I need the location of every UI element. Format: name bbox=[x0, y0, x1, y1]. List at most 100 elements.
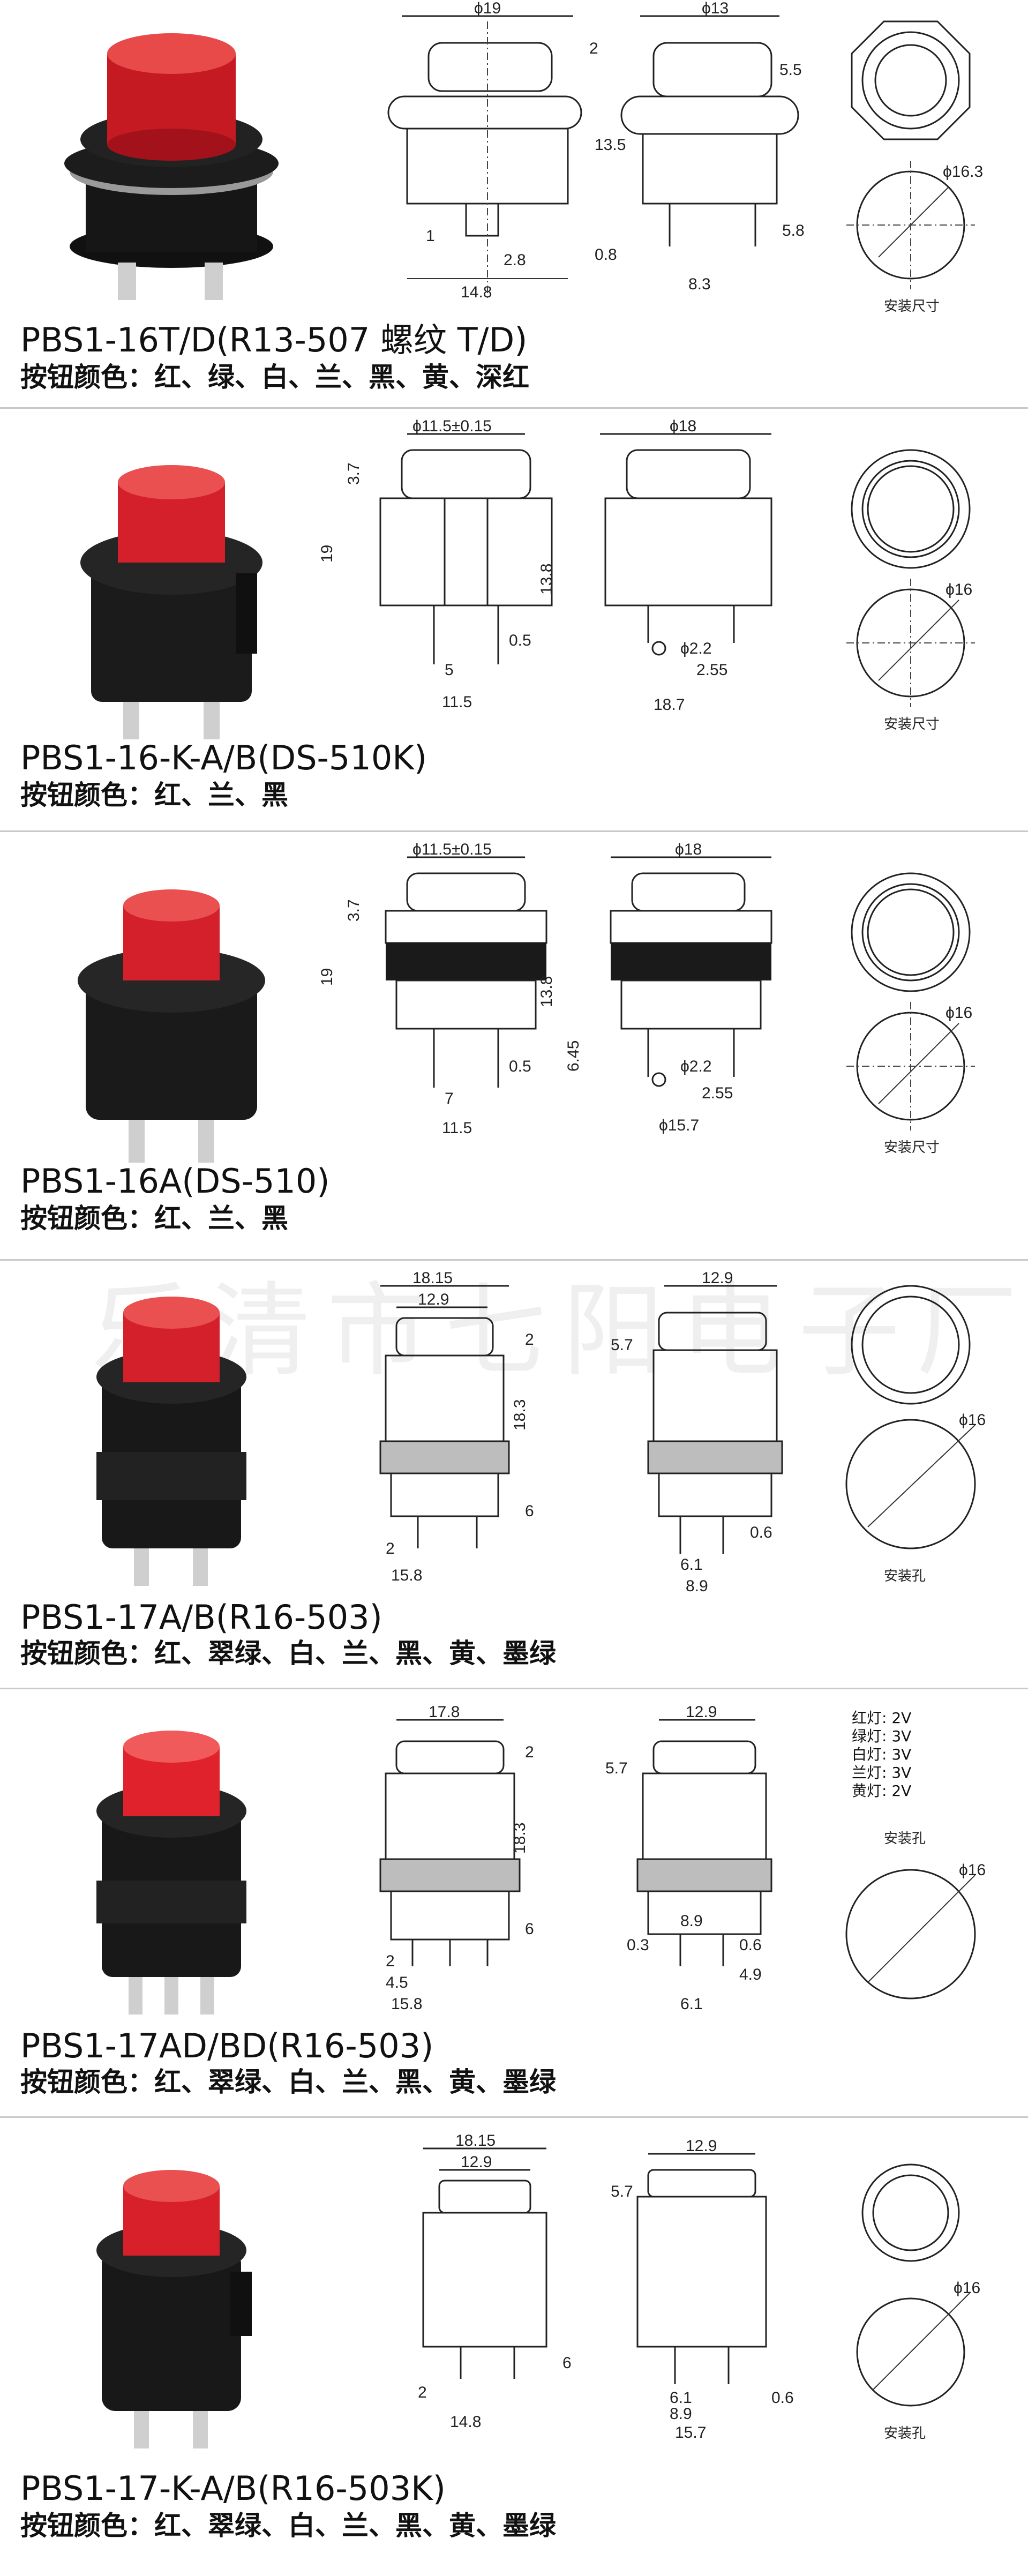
caption: 安装孔 bbox=[884, 1568, 926, 1584]
svg-text:18.7: 18.7 bbox=[654, 696, 685, 714]
side-view-drawing: 12.9 5.7 6.1 0.6 8.9 bbox=[611, 1269, 783, 1595]
side-view-drawing: 12.9 5.7 6.1 0.6 8.9 15.7 bbox=[611, 2137, 794, 2442]
svg-text:2: 2 bbox=[525, 1743, 534, 1761]
product-title: PBS1-17A/B(R16-503) bbox=[20, 1598, 382, 1637]
svg-text:5.7: 5.7 bbox=[611, 2183, 633, 2200]
side-view-drawing: ϕ18 ϕ2.2 2.55 18.7 bbox=[600, 417, 772, 714]
svg-text:6.1: 6.1 bbox=[680, 1995, 703, 2013]
svg-text:12.9: 12.9 bbox=[461, 2153, 492, 2171]
lamp-note: 红灯: 2V bbox=[852, 1709, 912, 1727]
svg-text:ϕ18: ϕ18 bbox=[675, 841, 702, 858]
product-section-5: 17.8 2 18.3 6 2 4.5 15.8 12.9 5.7 8.9 0.… bbox=[0, 1698, 1028, 2106]
svg-text:4.9: 4.9 bbox=[739, 1966, 762, 1983]
color-options: 按钮颜色：红、翠绿、白、兰、黑、黄、墨绿 bbox=[20, 1638, 556, 1669]
svg-text:12.9: 12.9 bbox=[418, 1291, 449, 1308]
product-section-1: ϕ19 1 2.8 14.8 ϕ13 2 5.5 13.5 5.8 0.8 8.… bbox=[0, 0, 1028, 407]
divider bbox=[0, 2116, 1028, 2118]
svg-text:ϕ15.7: ϕ15.7 bbox=[659, 1117, 699, 1134]
svg-text:15.8: 15.8 bbox=[391, 1567, 422, 1584]
dim-top: ϕ19 bbox=[474, 0, 501, 17]
svg-text:6.45: 6.45 bbox=[565, 1040, 582, 1072]
divider bbox=[0, 830, 1028, 832]
svg-text:2: 2 bbox=[386, 1540, 395, 1557]
svg-text:ϕ16: ϕ16 bbox=[959, 1861, 986, 1879]
front-view-drawing: ϕ11.5±0.15 19 3.7 13.8 7 0.5 11.5 bbox=[318, 841, 556, 1137]
svg-text:0.5: 0.5 bbox=[509, 632, 531, 649]
front-view-drawing: ϕ11.5±0.15 19 3.7 13.8 5 0.5 11.5 bbox=[318, 417, 556, 711]
svg-text:6.1: 6.1 bbox=[680, 1556, 703, 1574]
mounting-diagram: ϕ16 安装孔 bbox=[856, 2163, 980, 2442]
caption: 安装孔 bbox=[884, 2425, 926, 2442]
svg-text:0.5: 0.5 bbox=[509, 1058, 531, 1075]
divider bbox=[0, 1688, 1028, 1689]
svg-text:17.8: 17.8 bbox=[429, 1703, 460, 1721]
svg-text:13.8: 13.8 bbox=[538, 564, 556, 595]
svg-text:ϕ16: ϕ16 bbox=[946, 1004, 972, 1022]
svg-text:ϕ11.5±0.15: ϕ11.5±0.15 bbox=[412, 841, 492, 858]
svg-text:15.7: 15.7 bbox=[675, 2424, 706, 2442]
side-view-drawing: ϕ13 2 5.5 13.5 5.8 0.8 8.3 bbox=[589, 0, 805, 293]
svg-text:12.9: 12.9 bbox=[702, 1269, 733, 1287]
svg-text:0.3: 0.3 bbox=[627, 1936, 649, 1954]
product-title: PBS1-16T/D(R13-507 螺纹 T/D) bbox=[20, 320, 528, 360]
svg-text:ϕ18: ϕ18 bbox=[670, 417, 696, 435]
color-options: 按钮颜色：红、兰、黑 bbox=[20, 1203, 288, 1234]
lamp-note: 兰灯: 3V bbox=[852, 1764, 912, 1781]
svg-text:11.5: 11.5 bbox=[442, 693, 472, 711]
svg-text:18.15: 18.15 bbox=[412, 1269, 453, 1287]
svg-text:ϕ16: ϕ16 bbox=[959, 1411, 986, 1429]
product-section-2: ϕ11.5±0.15 19 3.7 13.8 5 0.5 11.5 ϕ18 ϕ2… bbox=[0, 417, 1028, 825]
svg-text:ϕ11.5±0.15: ϕ11.5±0.15 bbox=[412, 417, 492, 435]
svg-text:2: 2 bbox=[525, 1331, 534, 1349]
svg-text:2: 2 bbox=[418, 2384, 427, 2401]
svg-text:ϕ2.2: ϕ2.2 bbox=[680, 1058, 712, 1075]
mounting-diagram: ϕ16 安装尺寸 bbox=[846, 872, 975, 1156]
svg-text:5.7: 5.7 bbox=[611, 1336, 633, 1354]
svg-text:18.3: 18.3 bbox=[511, 1399, 529, 1431]
front-view-drawing: 18.15 12.9 2 18.3 6 2 15.8 bbox=[379, 1269, 534, 1584]
product-section-6: 18.15 12.9 6 2 14.8 12.9 5.7 6.1 0.6 8.9… bbox=[0, 2127, 1028, 2541]
product-title: PBS1-17AD/BD(R16-503) bbox=[20, 2026, 434, 2065]
divider bbox=[0, 407, 1028, 409]
watermark-text: 乐清市七阳电子厂 bbox=[91, 1272, 1028, 1390]
svg-text:8.9: 8.9 bbox=[680, 1912, 703, 1930]
caption: 安装尺寸 bbox=[884, 716, 940, 732]
lamp-note: 黄灯: 2V bbox=[852, 1782, 912, 1800]
svg-text:5: 5 bbox=[445, 661, 454, 679]
side-view-drawing: 12.9 5.7 8.9 0.3 0.6 4.9 6.1 bbox=[605, 1703, 772, 2013]
product-title: PBS1-17-K-A/B(R16-503K) bbox=[20, 2469, 446, 2508]
svg-text:2.55: 2.55 bbox=[702, 1084, 733, 1102]
mounting-diagram: ϕ16.3 安装尺寸 bbox=[846, 20, 983, 314]
svg-text:0.8: 0.8 bbox=[595, 246, 617, 264]
dim-a: 1 bbox=[426, 227, 435, 245]
svg-text:5.5: 5.5 bbox=[779, 61, 802, 79]
mounting-diagram: ϕ16 安装孔 bbox=[845, 1285, 986, 1584]
svg-text:19: 19 bbox=[318, 968, 336, 986]
svg-text:ϕ16: ϕ16 bbox=[946, 581, 972, 598]
caption: 安装尺寸 bbox=[884, 298, 940, 314]
svg-text:ϕ16.3: ϕ16.3 bbox=[943, 163, 983, 181]
svg-text:18.15: 18.15 bbox=[455, 2132, 496, 2150]
color-options: 按钮颜色：红、翠绿、白、兰、黑、黄、墨绿 bbox=[20, 2510, 556, 2541]
product-section-3: ϕ11.5±0.15 19 3.7 13.8 7 0.5 11.5 ϕ18 6.… bbox=[0, 841, 1028, 1248]
svg-text:14.8: 14.8 bbox=[450, 2413, 481, 2431]
product-photo bbox=[96, 2170, 252, 2448]
svg-text:3.7: 3.7 bbox=[345, 899, 363, 922]
svg-text:8.3: 8.3 bbox=[688, 275, 711, 293]
front-view-drawing: 18.15 12.9 6 2 14.8 bbox=[418, 2132, 572, 2431]
product-photo bbox=[64, 33, 279, 300]
product-photo bbox=[96, 1731, 246, 2015]
svg-text:12.9: 12.9 bbox=[686, 2137, 717, 2155]
svg-text:ϕ2.2: ϕ2.2 bbox=[680, 640, 712, 657]
svg-text:ϕ13: ϕ13 bbox=[702, 0, 729, 17]
front-view-drawing: ϕ19 1 2.8 14.8 bbox=[387, 0, 582, 301]
mounting-diagram: 安装孔 ϕ16 bbox=[845, 1831, 986, 2000]
color-options: 按钮颜色：红、绿、白、兰、黑、黄、深红 bbox=[20, 362, 529, 393]
svg-text:3.7: 3.7 bbox=[345, 462, 363, 485]
product-photo bbox=[96, 1297, 246, 1586]
svg-text:7: 7 bbox=[445, 1090, 454, 1107]
svg-text:11.5: 11.5 bbox=[442, 1119, 472, 1137]
svg-text:2.55: 2.55 bbox=[696, 661, 727, 679]
dim-c: 14.8 bbox=[461, 283, 492, 301]
svg-text:0.6: 0.6 bbox=[750, 1524, 772, 1541]
